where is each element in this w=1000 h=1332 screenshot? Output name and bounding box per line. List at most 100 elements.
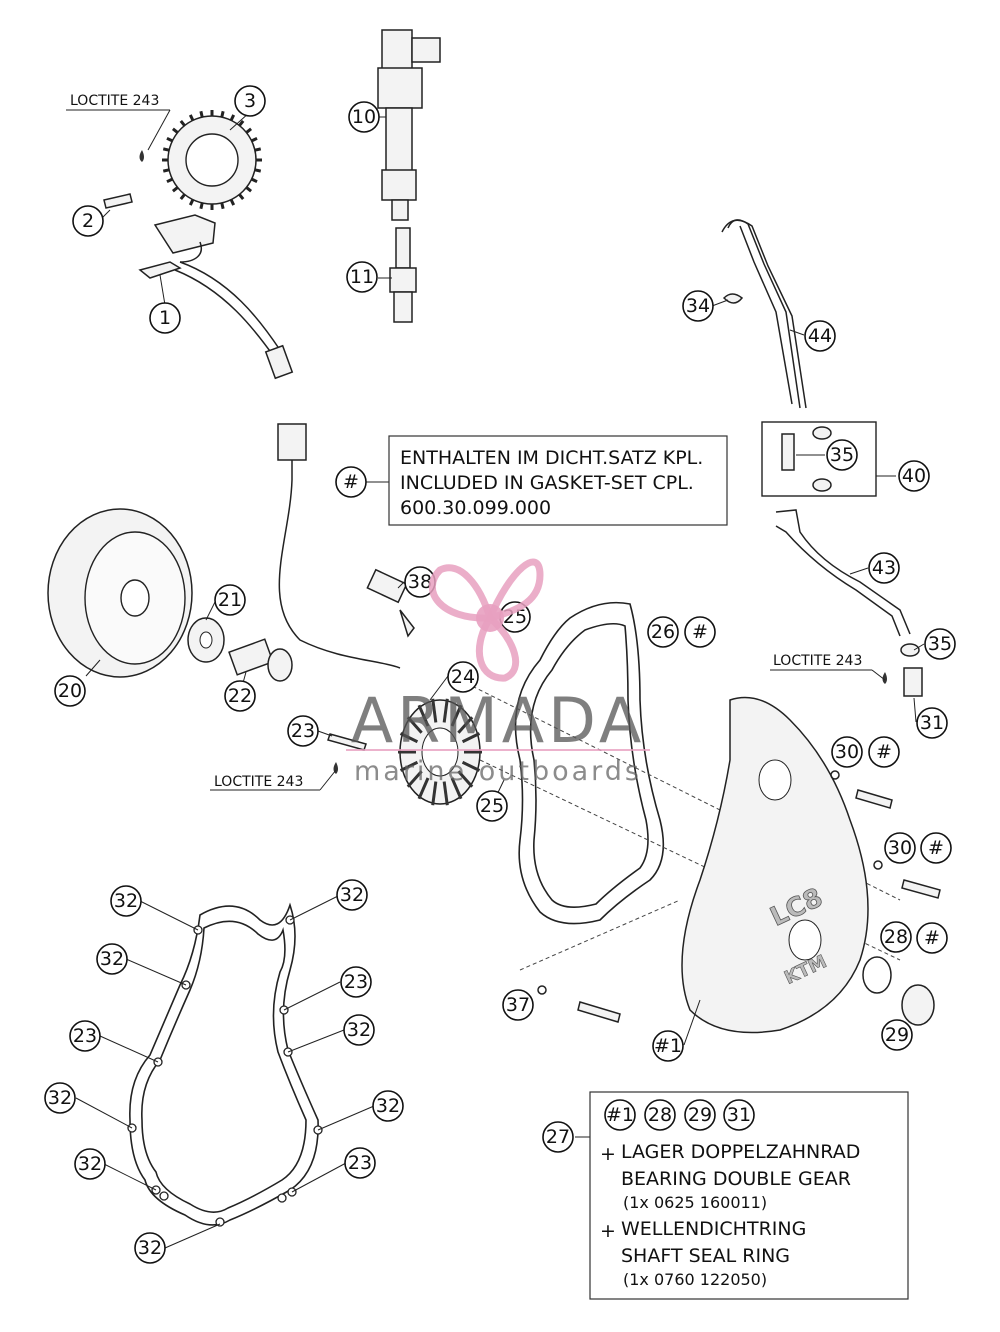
callout-c32a: 32 bbox=[110, 885, 142, 917]
callout-number: 32 bbox=[48, 1087, 72, 1109]
sprocket-tooth bbox=[229, 198, 236, 206]
cover-bolt-part-30 bbox=[830, 770, 941, 899]
propeller-blade bbox=[475, 615, 520, 682]
callout-number: 44 bbox=[808, 325, 832, 347]
sprocket-part bbox=[162, 110, 262, 210]
stator-coil bbox=[450, 704, 463, 727]
spark-plug-part bbox=[389, 227, 417, 323]
callout-number: # bbox=[924, 927, 940, 949]
callout-c23c: 23 bbox=[69, 1020, 101, 1052]
callout-c30b: 30 bbox=[884, 832, 916, 864]
stator-coil bbox=[406, 770, 423, 788]
callout-c32d: 32 bbox=[343, 1014, 375, 1046]
stator-coil bbox=[442, 698, 449, 723]
sprocket-tooth bbox=[188, 114, 195, 122]
stator-coil bbox=[417, 777, 430, 800]
callout-c28: 28 bbox=[880, 921, 912, 953]
sprocket-tooth bbox=[245, 186, 253, 193]
stator-coil bbox=[461, 760, 481, 772]
callout-c23b: 23 bbox=[340, 966, 372, 998]
callout-number: 22 bbox=[228, 685, 252, 707]
gasket-bolt-hole bbox=[159, 1191, 169, 1201]
breather-hose-lower-part bbox=[775, 509, 911, 637]
sprocket-tooth bbox=[245, 127, 253, 134]
sprocket-tooth bbox=[250, 136, 258, 143]
callout-c32b: 32 bbox=[336, 879, 368, 911]
watermark-subtitle: marine outboards bbox=[354, 756, 642, 787]
callout-c1: 1 bbox=[149, 302, 181, 334]
gasket-note-line1: ENTHALTEN IM DICHT.SATZ KPL. bbox=[400, 447, 703, 469]
callout-number: 21 bbox=[218, 589, 242, 611]
callout-number: 23 bbox=[291, 720, 315, 742]
callout-chash: # bbox=[335, 466, 367, 498]
sprocket-tooth bbox=[229, 114, 236, 122]
stator-coil bbox=[431, 781, 438, 806]
callout-c1h: #1 bbox=[652, 1030, 684, 1062]
loctite-label-top: LOCTITE 243 bbox=[70, 93, 159, 109]
fitting-box bbox=[761, 421, 877, 497]
sprocket-tooth bbox=[250, 177, 258, 184]
pickup-sensor-part bbox=[138, 214, 294, 380]
callout-c24: 24 bbox=[447, 661, 479, 693]
callout-number: 10 bbox=[352, 106, 376, 128]
loctite-label: LOCTITE 243 LOCTITE 243 LOCTITE 243 bbox=[66, 93, 886, 791]
callout-number: 23 bbox=[348, 1152, 372, 1174]
callout-c28h: # bbox=[916, 922, 948, 954]
sprocket-tooth bbox=[179, 119, 186, 127]
kit-item2-de: WELLENDICHTRING bbox=[621, 1218, 806, 1240]
callout-c32h: 32 bbox=[134, 1232, 166, 1264]
sprocket-tooth bbox=[254, 168, 262, 173]
kit-plus-2: + bbox=[600, 1220, 616, 1242]
callout-number: # bbox=[928, 837, 944, 859]
callout-number: 27 bbox=[546, 1126, 570, 1148]
propeller-blade bbox=[486, 558, 544, 622]
kit-item1-en: BEARING DOUBLE GEAR bbox=[621, 1168, 851, 1190]
flywheel-part bbox=[47, 508, 193, 678]
kit-item1-qty: (1x 0625 160011) bbox=[623, 1193, 767, 1212]
callout-number: 35 bbox=[928, 633, 952, 655]
callout-c31: 31 bbox=[916, 707, 948, 739]
callout-number: 25 bbox=[480, 795, 504, 817]
stator-coil bbox=[406, 716, 423, 734]
callout-c29: 29 bbox=[881, 1019, 913, 1051]
callout-number: 37 bbox=[506, 994, 530, 1016]
sprocket-tooth bbox=[179, 193, 186, 201]
callout-c3: 3 bbox=[234, 85, 266, 117]
stator-coil bbox=[442, 781, 449, 806]
callout-c30a: 30 bbox=[831, 736, 863, 768]
callout-number: 2 bbox=[82, 210, 94, 232]
propeller-hub bbox=[476, 604, 504, 632]
ignition-coil-part bbox=[377, 29, 441, 221]
propeller-logo-icon bbox=[428, 558, 544, 682]
gasket-note-line3: 600.30.099.000 bbox=[400, 497, 551, 519]
sprocket-tooth bbox=[220, 202, 225, 210]
sprocket-tooth bbox=[238, 193, 245, 201]
bolt-part-2 bbox=[103, 150, 144, 209]
callout-number: # bbox=[692, 621, 708, 643]
callout-number: 40 bbox=[902, 465, 926, 487]
callout-number: 3 bbox=[244, 90, 256, 112]
callout-number: 29 bbox=[885, 1024, 909, 1046]
stator-coil bbox=[457, 770, 474, 788]
sprocket-tooth bbox=[238, 119, 245, 127]
callout-c20: 20 bbox=[54, 675, 86, 707]
callout-number: 31 bbox=[920, 712, 944, 734]
sprocket-tooth bbox=[166, 136, 174, 143]
fitting-part-31 bbox=[882, 643, 923, 697]
loctite-label-stator: LOCTITE 243 bbox=[214, 774, 303, 790]
propeller-blade bbox=[428, 564, 494, 622]
cover-bolt-part-37 bbox=[537, 985, 621, 1023]
sprocket-tooth bbox=[254, 147, 262, 152]
callout-number: 32 bbox=[347, 1019, 371, 1041]
callout-number: 20 bbox=[58, 680, 82, 702]
callout-c11: 11 bbox=[346, 261, 378, 293]
callout-number: 23 bbox=[344, 971, 368, 993]
kit-ref-number: #1 bbox=[606, 1104, 634, 1126]
armada-watermark: ARMADA marine outboards bbox=[346, 558, 650, 787]
callout-c37: 37 bbox=[502, 989, 534, 1021]
callout-c30ah: # bbox=[868, 736, 900, 768]
callout-number: #1 bbox=[654, 1035, 682, 1057]
sprocket-tooth bbox=[171, 127, 179, 134]
callout-c21: 21 bbox=[214, 584, 246, 616]
callout-c10: 10 bbox=[348, 101, 380, 133]
